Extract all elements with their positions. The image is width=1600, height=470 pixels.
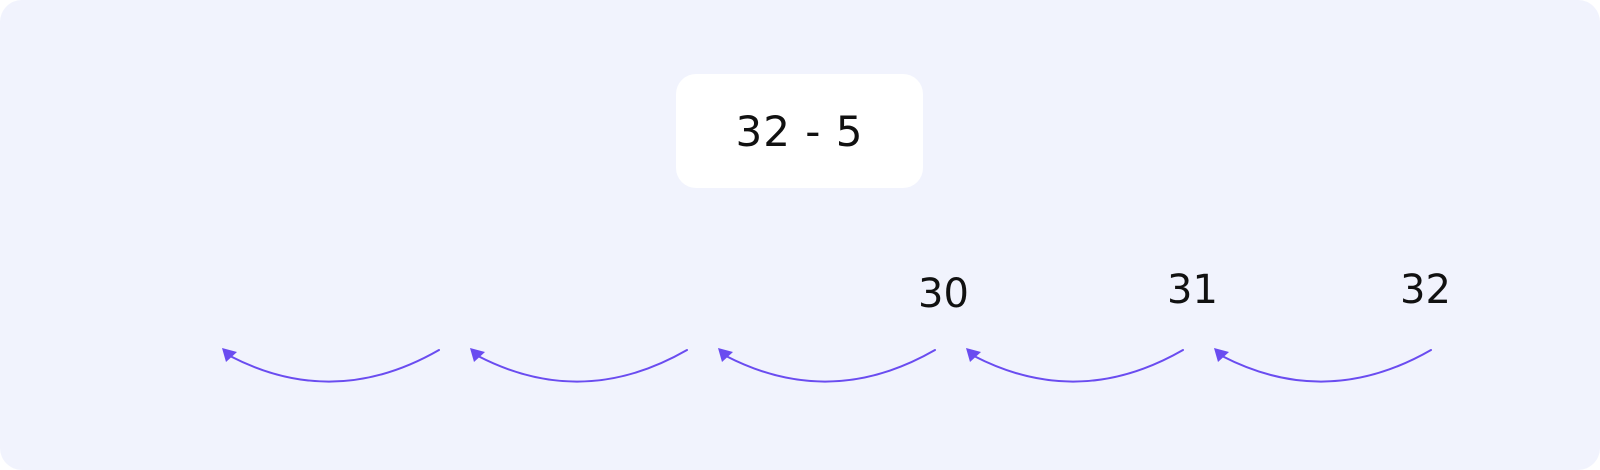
expression-text: 32 - 5 <box>735 106 864 156</box>
arrowhead-icon <box>222 348 237 362</box>
hop-arrow-arc <box>229 349 440 383</box>
hop-arrow-arc <box>477 349 688 383</box>
arrowhead-icon <box>966 348 981 362</box>
hop-arrow-arc <box>725 349 936 383</box>
number-label-31: 31 <box>1167 267 1218 313</box>
arrowhead-icon <box>718 348 733 362</box>
arrowhead-icon <box>1214 348 1229 362</box>
hop-arrow-arc <box>1221 349 1432 383</box>
expression-card: 32 - 5 <box>676 74 923 188</box>
number-label-30: 30 <box>918 271 969 317</box>
arrowhead-icon <box>470 348 485 362</box>
hop-arrow-arc <box>973 349 1184 383</box>
number-label-32: 32 <box>1400 267 1451 313</box>
